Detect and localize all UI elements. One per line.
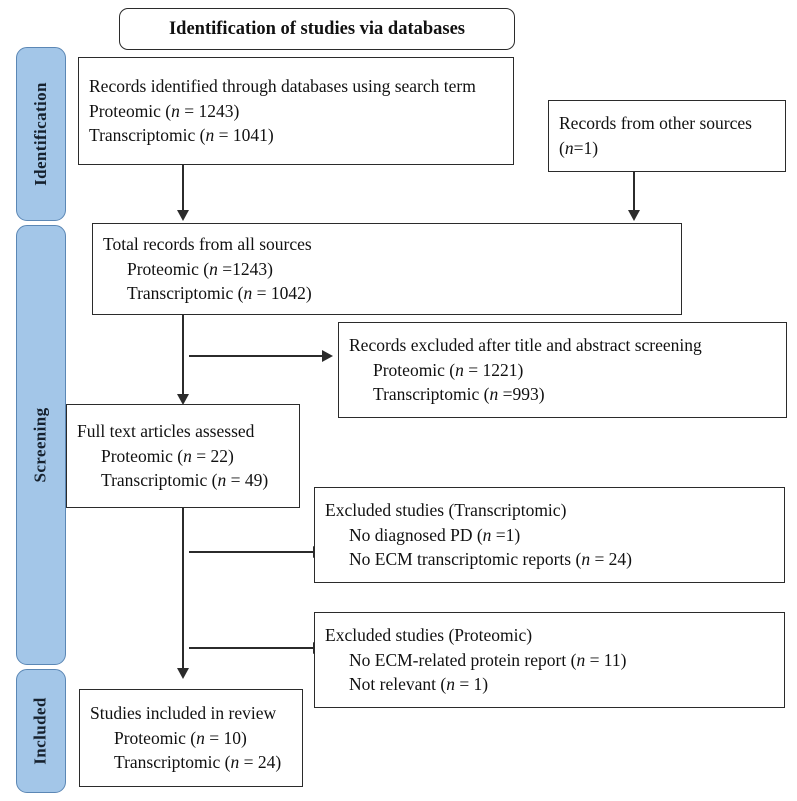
records-excluded-line-1: Records excluded after title and abstrac… xyxy=(349,334,702,355)
studies-included-line-3: Transcriptomic (n = 24) xyxy=(114,752,282,773)
diagram-title-box: Identification of studies via databases xyxy=(119,8,515,50)
excluded-transcriptomic-box: Excluded studies (Transcriptomic) No dia… xyxy=(314,487,785,583)
arrowhead-identified-to-total xyxy=(177,210,189,221)
studies-included-line-2: Proteomic (n = 10) xyxy=(114,727,247,748)
total-records-line-1: Total records from all sources xyxy=(103,233,312,254)
excluded-transcriptomic-line-1: Excluded studies (Transcriptomic) xyxy=(325,499,567,520)
connector-fulltext-to-excluded-proteomic xyxy=(189,647,315,649)
records-excluded-box: Records excluded after title and abstrac… xyxy=(338,322,787,418)
excluded-proteomic-box: Excluded studies (Proteomic) No ECM-rela… xyxy=(314,612,785,708)
total-records-line-3: Transcriptomic (n = 1042) xyxy=(127,283,312,304)
connector-fulltext-to-excluded-transcriptomic xyxy=(189,551,315,553)
arrowhead-fulltext-to-included xyxy=(177,668,189,679)
records-other-sources-box: Records from other sources (n=1) xyxy=(548,100,786,172)
records-identified-line-3: Transcriptomic (n = 1041) xyxy=(89,125,274,146)
full-text-assessed-line-1: Full text articles assessed xyxy=(77,420,255,441)
arrowhead-other-sources-to-total xyxy=(628,210,640,221)
connector-total-to-excluded xyxy=(189,355,324,357)
records-identified-line-2: Proteomic (n = 1243) xyxy=(89,100,240,121)
records-excluded-line-3: Transcriptomic (n =993) xyxy=(373,384,545,405)
arrowhead-total-to-excluded xyxy=(322,350,333,362)
connector-fulltext-to-included xyxy=(182,508,184,671)
excluded-transcriptomic-line-2: No diagnosed PD (n =1) xyxy=(349,524,521,545)
phase-bar-screening: Screening xyxy=(16,225,66,665)
full-text-assessed-line-3: Transcriptomic (n = 49) xyxy=(101,470,269,491)
excluded-proteomic-line-1: Excluded studies (Proteomic) xyxy=(325,624,533,645)
studies-included-box: Studies included in review Proteomic (n … xyxy=(79,689,303,787)
studies-included-line-1: Studies included in review xyxy=(90,702,277,723)
records-identified-line-1: Records identified through databases usi… xyxy=(89,75,476,96)
total-records-box: Total records from all sources Proteomic… xyxy=(92,223,682,315)
excluded-proteomic-line-3: Not relevant (n = 1) xyxy=(349,674,489,695)
records-excluded-line-2: Proteomic (n = 1221) xyxy=(373,359,524,380)
full-text-assessed-line-2: Proteomic (n = 22) xyxy=(101,445,234,466)
connector-other-sources-to-total xyxy=(633,172,635,212)
records-other-sources-line-1: Records from other sources xyxy=(559,113,752,134)
phase-label-included: Included xyxy=(31,697,51,765)
phase-bar-included: Included xyxy=(16,669,66,793)
total-records-line-2: Proteomic (n =1243) xyxy=(127,258,273,279)
connector-identified-to-total xyxy=(182,165,184,212)
arrowhead-total-to-fulltext xyxy=(177,394,189,405)
phase-label-identification: Identification xyxy=(31,82,51,186)
excluded-proteomic-line-2: No ECM-related protein report (n = 11) xyxy=(349,649,627,670)
phase-bar-identification: Identification xyxy=(16,47,66,221)
connector-total-to-fulltext xyxy=(182,315,184,398)
records-other-sources-line-2: (n=1) xyxy=(559,138,599,158)
phase-label-screening: Screening xyxy=(31,407,50,483)
excluded-transcriptomic-line-3: No ECM transcriptomic reports (n = 24) xyxy=(349,549,633,570)
records-identified-box: Records identified through databases usi… xyxy=(78,57,514,165)
page-title: Identification of studies via databases xyxy=(168,18,466,39)
full-text-assessed-box: Full text articles assessed Proteomic (n… xyxy=(66,404,300,508)
